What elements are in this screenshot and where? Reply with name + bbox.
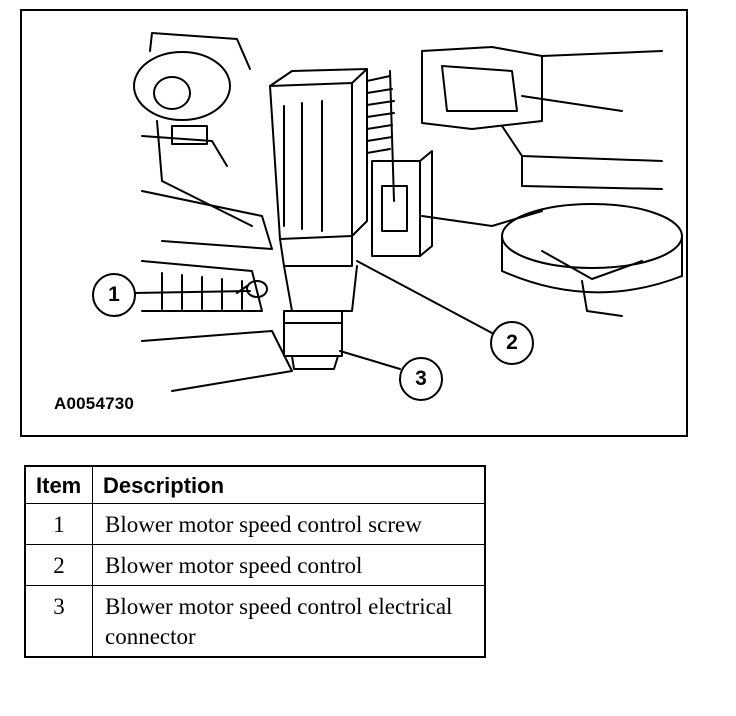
table-row: 1 Blower motor speed control screw	[24, 503, 486, 545]
description-column-header: Description	[92, 465, 486, 504]
table-row: 2 Blower motor speed control	[24, 544, 486, 586]
callout-2: 2	[490, 321, 534, 365]
blower-motor-line-drawing	[133, 32, 683, 392]
callout-1: 1	[92, 273, 136, 317]
item-description: Blower motor speed control screw	[92, 503, 486, 545]
table-header-row: Item Description	[24, 465, 486, 504]
item-number: 3	[24, 585, 93, 658]
item-description: Blower motor speed control electrical co…	[92, 585, 486, 658]
table-row: 3 Blower motor speed control electrical …	[24, 585, 486, 658]
item-number: 2	[24, 544, 93, 586]
item-description: Blower motor speed control	[92, 544, 486, 586]
callout-3: 3	[399, 357, 443, 401]
component-illustration: 1 2 3 A0054730	[20, 9, 688, 437]
item-column-header: Item	[24, 465, 93, 504]
item-number: 1	[24, 503, 93, 545]
figure-id-label: A0054730	[54, 394, 135, 413]
item-description-table: Item Description 1 Blower motor speed co…	[24, 465, 486, 658]
